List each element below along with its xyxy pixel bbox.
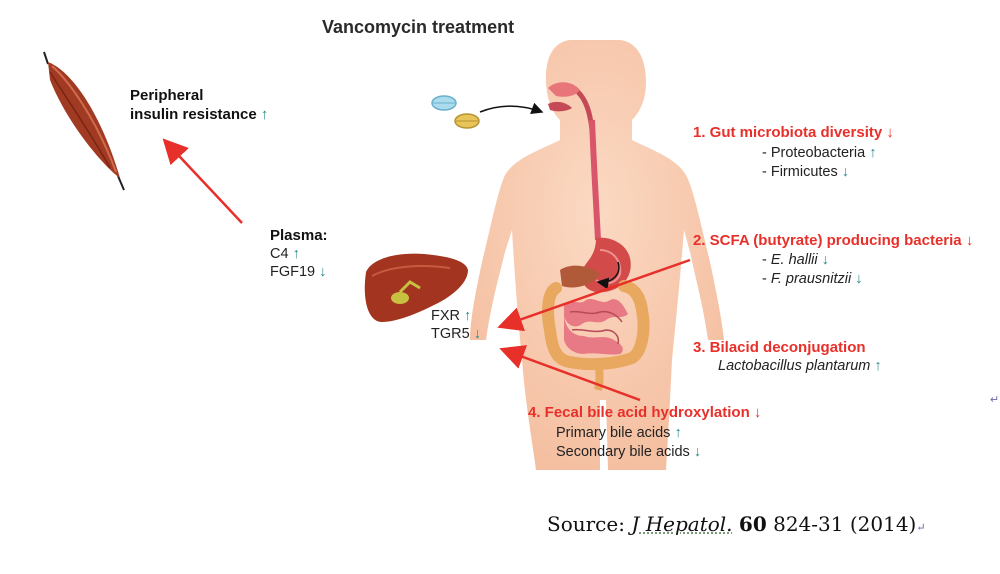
point1-item-proteobacteria: - Proteobacteria ↑ bbox=[762, 145, 876, 161]
scfa-to-liver-arrow bbox=[497, 258, 691, 332]
fprausnitzii-label: F. prausnitzii bbox=[770, 271, 852, 287]
paragraph-mark-icon: ↵ bbox=[916, 521, 926, 534]
plasma-to-peripheral-arrow bbox=[162, 138, 243, 224]
source-prefix: Source: bbox=[547, 512, 632, 536]
point1-title-text: 1. Gut microbiota diversity bbox=[693, 124, 883, 141]
stomach-curve-arrow bbox=[596, 261, 620, 290]
down-arrow-icon: ↓ bbox=[886, 124, 894, 141]
firmicutes-label: - Firmicutes bbox=[762, 164, 838, 180]
down-arrow-icon: ↓ bbox=[855, 271, 863, 287]
point4-title: 4. Fecal bile acid hydroxylation ↓ bbox=[528, 404, 761, 421]
point4-item-secondary: Secondary bile acids ↓ bbox=[556, 444, 701, 460]
plasma-heading: Plasma: bbox=[270, 227, 328, 244]
plasma-c4: C4 ↑ bbox=[270, 246, 300, 262]
pill-icon bbox=[431, 95, 457, 111]
body-liver-shape bbox=[560, 265, 600, 288]
up-arrow-icon: ↑ bbox=[874, 358, 882, 374]
point4-item-primary: Primary bile acids ↑ bbox=[556, 425, 682, 441]
down-arrow-icon: ↓ bbox=[473, 326, 481, 342]
peripheral-label-line1: Peripheral bbox=[130, 87, 204, 104]
point4-title-text: 4. Fecal bile acid hydroxylation bbox=[528, 404, 750, 421]
peripheral-text: insulin resistance bbox=[130, 106, 257, 123]
tgr5-label: TGR5 bbox=[431, 326, 470, 342]
point2-item-ehallii: - E. hallii ↓ bbox=[762, 252, 829, 268]
point3-item: Lactobacillus plantarum ↑ bbox=[718, 358, 882, 374]
down-arrow-icon: ↓ bbox=[693, 444, 702, 460]
down-arrow-icon: ↓ bbox=[841, 164, 850, 180]
fxr-label: FXR bbox=[431, 308, 460, 324]
ehallii-label: E. hallii bbox=[770, 252, 818, 268]
muscle-illustration bbox=[43, 51, 125, 191]
source-journal: J Hepatol. bbox=[631, 512, 733, 536]
liver-tgr5: TGR5 ↓ bbox=[431, 326, 481, 342]
primary-bile-acids-label: Primary bile acids bbox=[556, 425, 671, 441]
liver-illustration bbox=[364, 253, 468, 322]
bullet-dash: - bbox=[762, 252, 771, 268]
point2-title-text: 2. SCFA (butyrate) producing bacteria bbox=[693, 232, 962, 249]
fgf19-label: FGF19 bbox=[270, 264, 316, 280]
up-arrow-icon: ↑ bbox=[292, 246, 300, 262]
down-arrow-icon: ↓ bbox=[753, 404, 762, 421]
point2-item-fprausnitzii: - F. prausnitzii ↓ bbox=[762, 271, 862, 287]
source-pages: 824-31 (2014) bbox=[773, 512, 917, 536]
source-citation: Source: J Hepatol. 60 824-31 (2014)↵ bbox=[547, 512, 926, 536]
up-arrow-icon: ↑ bbox=[869, 145, 877, 161]
down-arrow-icon: ↓ bbox=[319, 264, 327, 280]
down-arrow-icon: ↓ bbox=[965, 232, 974, 249]
fecal-to-liver-arrow bbox=[499, 345, 641, 402]
c4-label: C4 bbox=[270, 246, 289, 262]
secondary-bile-acids-label: Secondary bile acids bbox=[556, 444, 690, 460]
plasma-fgf19: FGF19 ↓ bbox=[270, 264, 326, 280]
point1-title: 1. Gut microbiota diversity ↓ bbox=[693, 124, 894, 141]
bullet-dash: - bbox=[762, 271, 771, 287]
pill-icon bbox=[454, 113, 480, 129]
large-intestine-illustration bbox=[542, 280, 650, 391]
liver-fxr: FXR ↑ bbox=[431, 308, 471, 324]
up-arrow-icon: ↑ bbox=[260, 106, 269, 123]
point2-title: 2. SCFA (butyrate) producing bacteria ↓ bbox=[693, 232, 973, 249]
up-arrow-icon: ↑ bbox=[674, 425, 682, 441]
lactobacillus-label: Lactobacillus plantarum bbox=[718, 358, 871, 374]
up-arrow-icon: ↑ bbox=[464, 308, 472, 324]
point1-item-firmicutes: - Firmicutes ↓ bbox=[762, 164, 849, 180]
esophagus-illustration bbox=[589, 119, 601, 241]
paragraph-mark-icon: ↵ bbox=[990, 394, 1000, 406]
pill-to-mouth-arrow bbox=[479, 102, 544, 115]
diagram-title: Vancomycin treatment bbox=[322, 17, 515, 37]
small-intestine-illustration bbox=[564, 299, 628, 355]
point3-title: 3. Bilacid deconjugation bbox=[693, 339, 866, 356]
proteobacteria-label: - Proteobacteria bbox=[762, 145, 866, 161]
source-volume: 60 bbox=[738, 512, 767, 536]
peripheral-label-line2: insulin resistance ↑ bbox=[130, 106, 268, 123]
down-arrow-icon: ↓ bbox=[821, 252, 829, 268]
